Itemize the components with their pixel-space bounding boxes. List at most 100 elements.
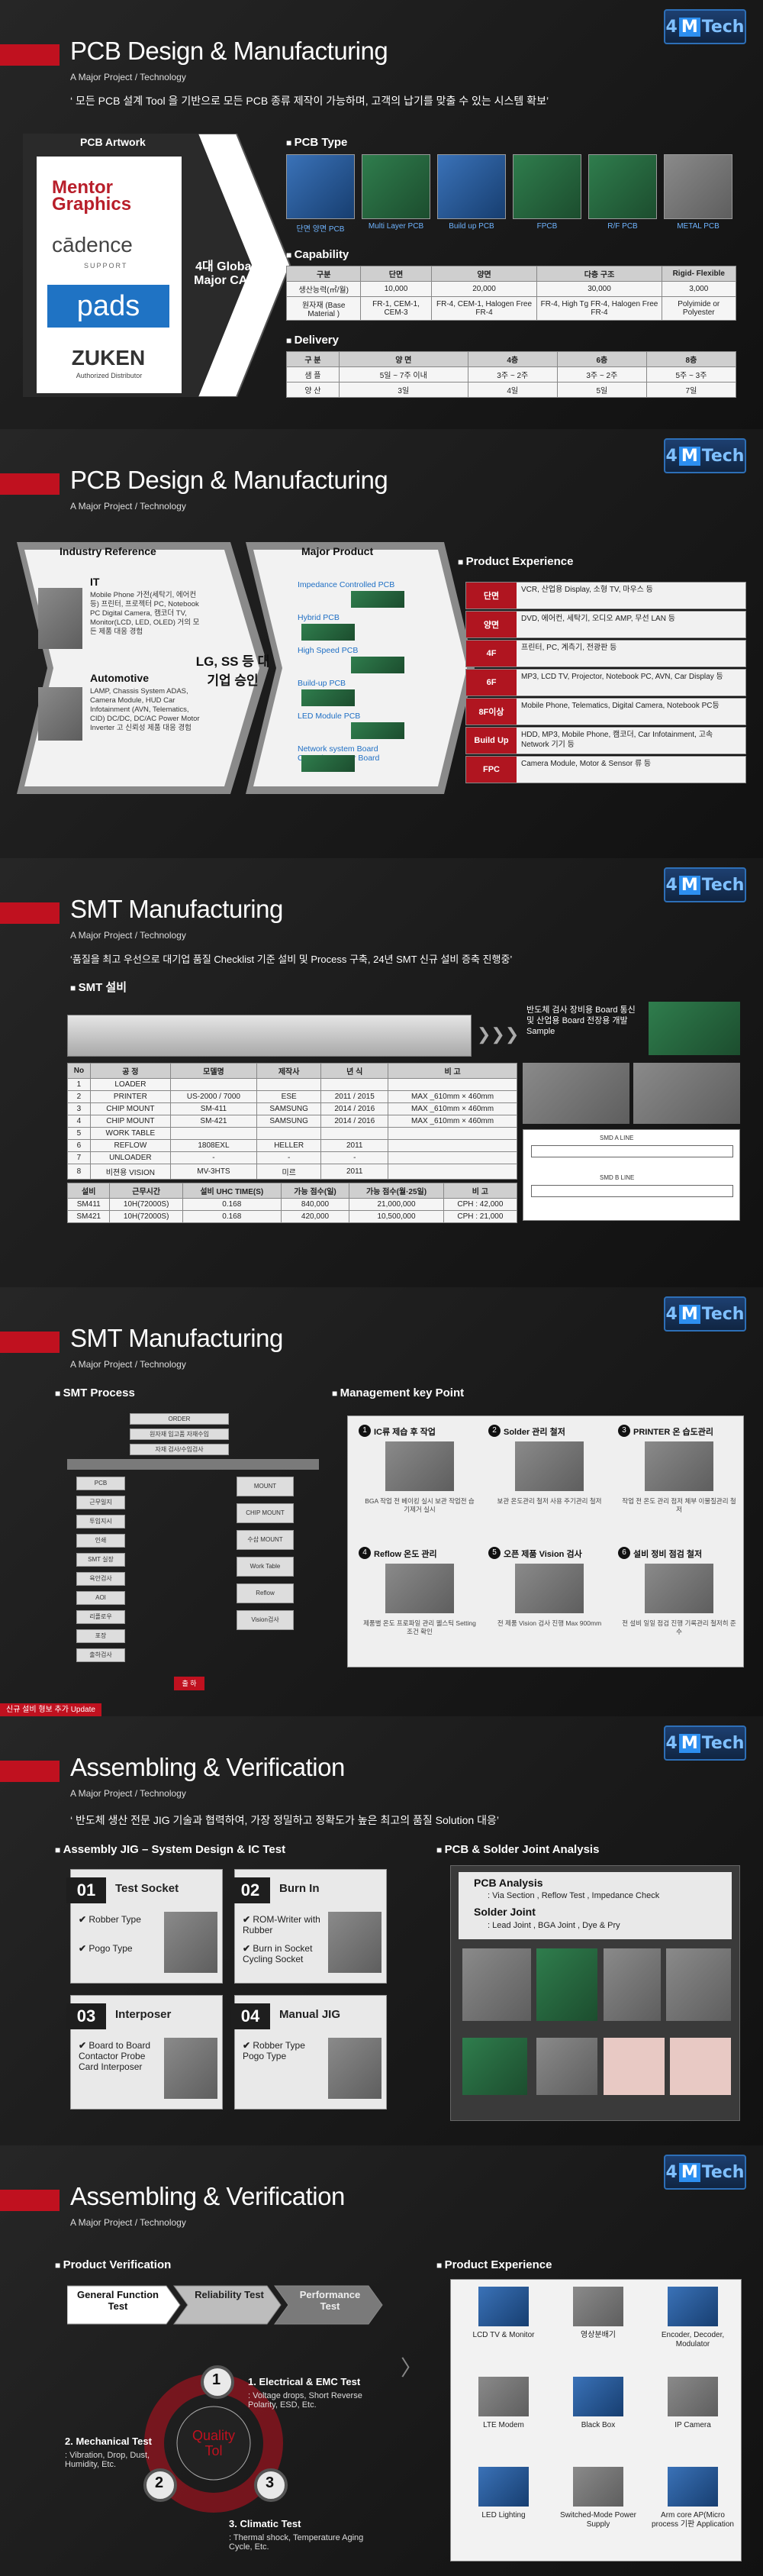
logo-number: 4 (665, 2162, 678, 2182)
table-cell: FR-4, CEM-1, Halogen Free FR-4 (430, 296, 538, 321)
logo-number: 4 (665, 875, 678, 895)
table-cell: 6 (67, 1139, 91, 1152)
table-header-cell: 양 면 (338, 351, 468, 367)
table-cell: Polyimide or Polyester (661, 296, 736, 321)
table-cell (256, 1078, 322, 1091)
table-header-cell: 4층 (467, 351, 558, 367)
point-photo (385, 1441, 454, 1491)
experience-desc: HDD, MP3, Mobile Phone, 캠코더, Car Infotai… (521, 731, 713, 749)
flow-step: Work Table (237, 1557, 294, 1577)
table-cell: 420,000 (280, 1210, 350, 1223)
table-cell: 5주 ~ 3주 (645, 366, 737, 383)
logo-number: 4 (665, 17, 678, 37)
point-number: 4 (359, 1547, 371, 1559)
product-label: LED Lighting (481, 2511, 526, 2520)
major-product-label: Impedance Controlled PCB (298, 580, 395, 589)
card-item: Pogo Type (79, 1943, 163, 1954)
table-cell: 7일 (645, 382, 737, 398)
point-number: 5 (488, 1547, 501, 1559)
jig-heading: Assembly JIG – System Design & IC Test (55, 1843, 286, 1856)
card-item: Burn in Socket Cycling Socket (243, 1943, 327, 1964)
table-cell: 2011 (320, 1139, 389, 1152)
solder-joint-title: Solder Joint (474, 1906, 536, 1918)
point-number: 3 (618, 1425, 630, 1437)
card-photo (164, 1912, 217, 1973)
logo-number: 4 (665, 1304, 678, 1324)
table-cell: HELLER (256, 1139, 322, 1152)
experience-category: 4F (466, 641, 517, 667)
slide-assembly-2: Assembling & Verification A Major Projec… (0, 2145, 763, 2576)
table-header-cell: 제작사 (256, 1063, 322, 1079)
table-cell: 5일 ~ 7주 이내 (338, 366, 468, 383)
chevrons-right-icon: ❯❯❯ (477, 1025, 520, 1044)
table-cell: 10,500,000 (349, 1210, 444, 1223)
logo-text: Tech (701, 2162, 745, 2182)
table-cell (388, 1127, 517, 1140)
pcb-type-label: Multi Layer PCB (368, 222, 424, 231)
product-image (668, 2467, 718, 2507)
table-cell (256, 1127, 322, 1140)
line-b-label: SMD B LINE (600, 1174, 635, 1181)
cadence-logo: cādence (52, 233, 133, 257)
experience-category: 단면 (466, 583, 517, 608)
table-cell: 2011 (320, 1164, 389, 1180)
table-cell: SAMSUNG (256, 1102, 322, 1115)
title-accent-bar (0, 473, 60, 495)
slide-pcb-design-2: PCB Design & Manufacturing A Major Proje… (0, 429, 763, 858)
flow-step: AOI (76, 1591, 125, 1605)
table-cell: CPH : 42,000 (443, 1198, 518, 1211)
capability-heading: Capability (286, 248, 349, 261)
product-label: Switched-Mode Power Supply (559, 2511, 637, 2529)
table-cell: MAX _610mm × 460mm (388, 1090, 517, 1103)
analysis-photo-5 (462, 2038, 527, 2095)
factory-photo-1 (523, 1063, 629, 1124)
slide-title: PCB Design & Manufacturing (70, 466, 388, 494)
major-product-label: LED Module PCB (298, 712, 361, 721)
table-cell: MAX _610mm × 460mm (388, 1102, 517, 1115)
line-b-bar (531, 1185, 733, 1197)
table-header-cell: 년 식 (320, 1063, 389, 1079)
table-cell: 0.168 (182, 1210, 282, 1223)
table-cell: 생산능력(㎡/월) (285, 281, 362, 297)
point-desc: BGA 작업 전 베이킹 실시 보관 작업전 습기제거 실시 (365, 1497, 475, 1513)
automotive-heading: Automotive (90, 672, 149, 684)
point-number: 6 (618, 1547, 630, 1559)
major-product-image (351, 591, 404, 608)
table-cell: 미르 (256, 1164, 322, 1180)
factory-photo-2 (633, 1063, 740, 1124)
table-cell: CHIP MOUNT (89, 1115, 171, 1128)
flow-step: 출하검사 (76, 1648, 125, 1662)
cycle-center-label: Quality Tol (192, 2428, 236, 2458)
table-cell: 8 (67, 1164, 91, 1180)
flow-split-bar (67, 1459, 319, 1470)
pcb-type-label: 단면 양면 PCB (296, 225, 345, 234)
flow-step: Reflow (237, 1583, 294, 1603)
card-photo (164, 2038, 217, 2099)
card-photo (328, 1912, 382, 1973)
table-cell (388, 1151, 517, 1164)
title-accent-bar (0, 44, 60, 66)
table-cell: 비젼용 VISION (89, 1164, 171, 1180)
product-label: Black Box (581, 2421, 616, 2429)
approval-label: LG, SS 등 대기업 승인 (195, 654, 270, 688)
cycle-3-title: 3. Climatic Test (229, 2518, 301, 2529)
table-header-cell: 비 고 (388, 1063, 517, 1079)
slide-title: Assembling & Verification (70, 2182, 345, 2210)
table-cell: 3 (67, 1102, 91, 1115)
table-cell: 10,000 (360, 281, 432, 297)
logo-text: Tech (701, 1733, 745, 1753)
table-cell: - (320, 1151, 389, 1164)
solder-joint-desc: : Lead Joint , BGA Joint , Dye & Pry (488, 1921, 620, 1930)
